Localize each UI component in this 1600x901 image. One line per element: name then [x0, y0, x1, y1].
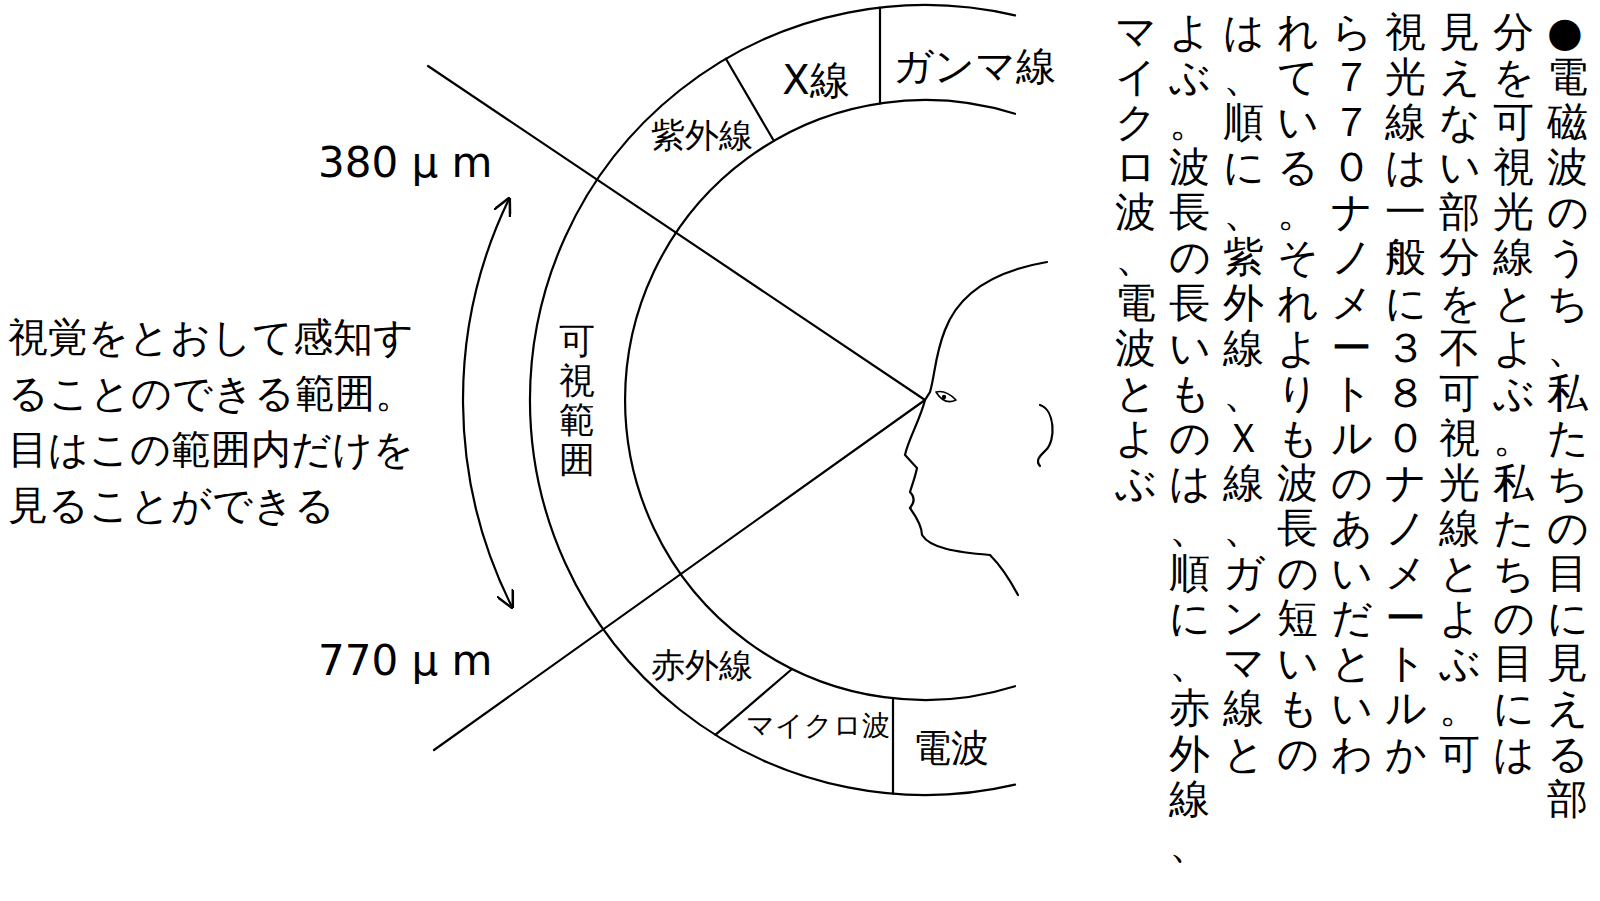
text-column: ら７７０ナノメートルのあいだといわ — [1331, 10, 1372, 777]
inner-arc — [625, 100, 1015, 700]
text-column: 分を可視光線とよぶ。私たちの目には — [1493, 10, 1534, 777]
body-text: ●電磁波のうち、私たちの目に見える部分を可視光線とよぶ。私たちの目には見えない部… — [1115, 10, 1588, 867]
wavelength-label: 770 μ m — [318, 640, 493, 682]
eye — [936, 392, 956, 402]
band-label: ガンマ線 — [893, 46, 1056, 86]
band-label: 紫外線 — [651, 118, 753, 152]
band-label: X線 — [782, 60, 849, 100]
pupil — [942, 395, 946, 399]
text-column: は、順に、紫外線、Ｘ線、ガンマ線と — [1223, 10, 1264, 777]
text-column: ●電磁波のうち、私たちの目に見える部 — [1547, 10, 1588, 822]
wavelength-label: 380 μ m — [318, 142, 493, 184]
face-profile — [905, 262, 1047, 595]
range-arrow — [463, 199, 512, 607]
band-label: 赤外線 — [651, 648, 753, 682]
band-divider — [879, 8, 881, 104]
note-text: 視覚をとおして感知することのできる範囲。目はこの範囲内だけを見ることができる — [8, 309, 418, 533]
band-label: 電波 — [913, 729, 989, 767]
ear — [1038, 405, 1053, 466]
band-label: マイクロ波 — [746, 712, 890, 740]
text-column: よぶ。波長の長いものは、順に、赤外線、 — [1169, 10, 1210, 867]
text-column: 見えない部分を不可視光線とよぶ。可 — [1439, 10, 1480, 777]
outer-arc — [530, 5, 1015, 795]
text-column: 視光線は一般に３８０ナノメートルか — [1385, 10, 1426, 777]
band-label: 可視範囲 — [559, 321, 595, 479]
sight-line — [434, 400, 925, 750]
text-column: マイクロ波、電波とよぶ — [1115, 10, 1156, 506]
text-column: れている。それよりも波長の短いもの — [1277, 10, 1318, 777]
sight-line — [428, 66, 925, 400]
band-divider — [892, 698, 894, 793]
